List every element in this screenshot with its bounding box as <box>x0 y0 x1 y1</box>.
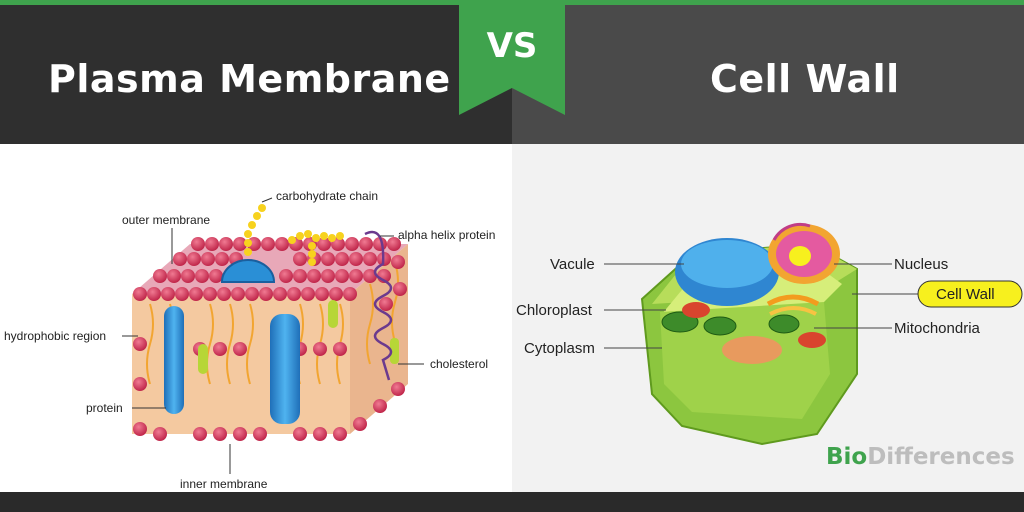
header-right-panel: Cell Wall <box>512 5 1024 144</box>
label-cholesterol: cholesterol <box>430 357 488 371</box>
cell-leader-lines <box>604 263 918 349</box>
header-left-panel: Plasma Membrane <box>0 5 512 144</box>
brand-logo-part-differences: Differences <box>867 444 1015 470</box>
plant-cell <box>640 222 858 446</box>
label-inner-membrane: inner membrane <box>180 477 268 491</box>
cell-wall-panel: Vacule Chloroplast Cytoplasm Nucleus Cel… <box>512 144 1024 492</box>
label-cell-wall: Cell Wall <box>936 286 995 303</box>
vs-label: VS <box>486 26 538 66</box>
cell-wall-highlight-pill <box>917 280 1023 308</box>
plasma-membrane-diagram: carbohydrate chain outer membrane alpha … <box>4 189 495 491</box>
label-cytoplasm: Cytoplasm <box>524 340 595 357</box>
label-hydrophobic-region: hydrophobic region <box>4 329 106 343</box>
label-mitochondria: Mitochondria <box>894 320 981 337</box>
bottom-bar <box>0 492 1024 512</box>
title-plasma-membrane: Plasma Membrane <box>48 57 451 101</box>
plasma-leader-lines <box>122 197 424 474</box>
label-chloroplast: Chloroplast <box>516 302 593 319</box>
label-vacule: Vacule <box>550 256 595 273</box>
label-outer-membrane: outer membrane <box>122 213 210 227</box>
membrane-block <box>132 204 408 441</box>
vs-ribbon-shape <box>459 0 565 115</box>
plasma-membrane-panel: carbohydrate chain outer membrane alpha … <box>0 144 512 492</box>
label-protein: protein <box>86 401 123 415</box>
plant-cell-diagram: Vacule Chloroplast Cytoplasm Nucleus Cel… <box>516 222 1023 446</box>
title-cell-wall: Cell Wall <box>710 57 900 101</box>
vs-banner: VS <box>459 0 565 115</box>
label-carbohydrate-chain: carbohydrate chain <box>276 189 378 203</box>
brand-logo-part-bio: Bio <box>826 444 868 470</box>
label-nucleus: Nucleus <box>894 256 948 273</box>
label-alpha-helix-protein: alpha helix protein <box>398 228 495 242</box>
brand-logo: BioDifferences <box>826 444 1015 470</box>
